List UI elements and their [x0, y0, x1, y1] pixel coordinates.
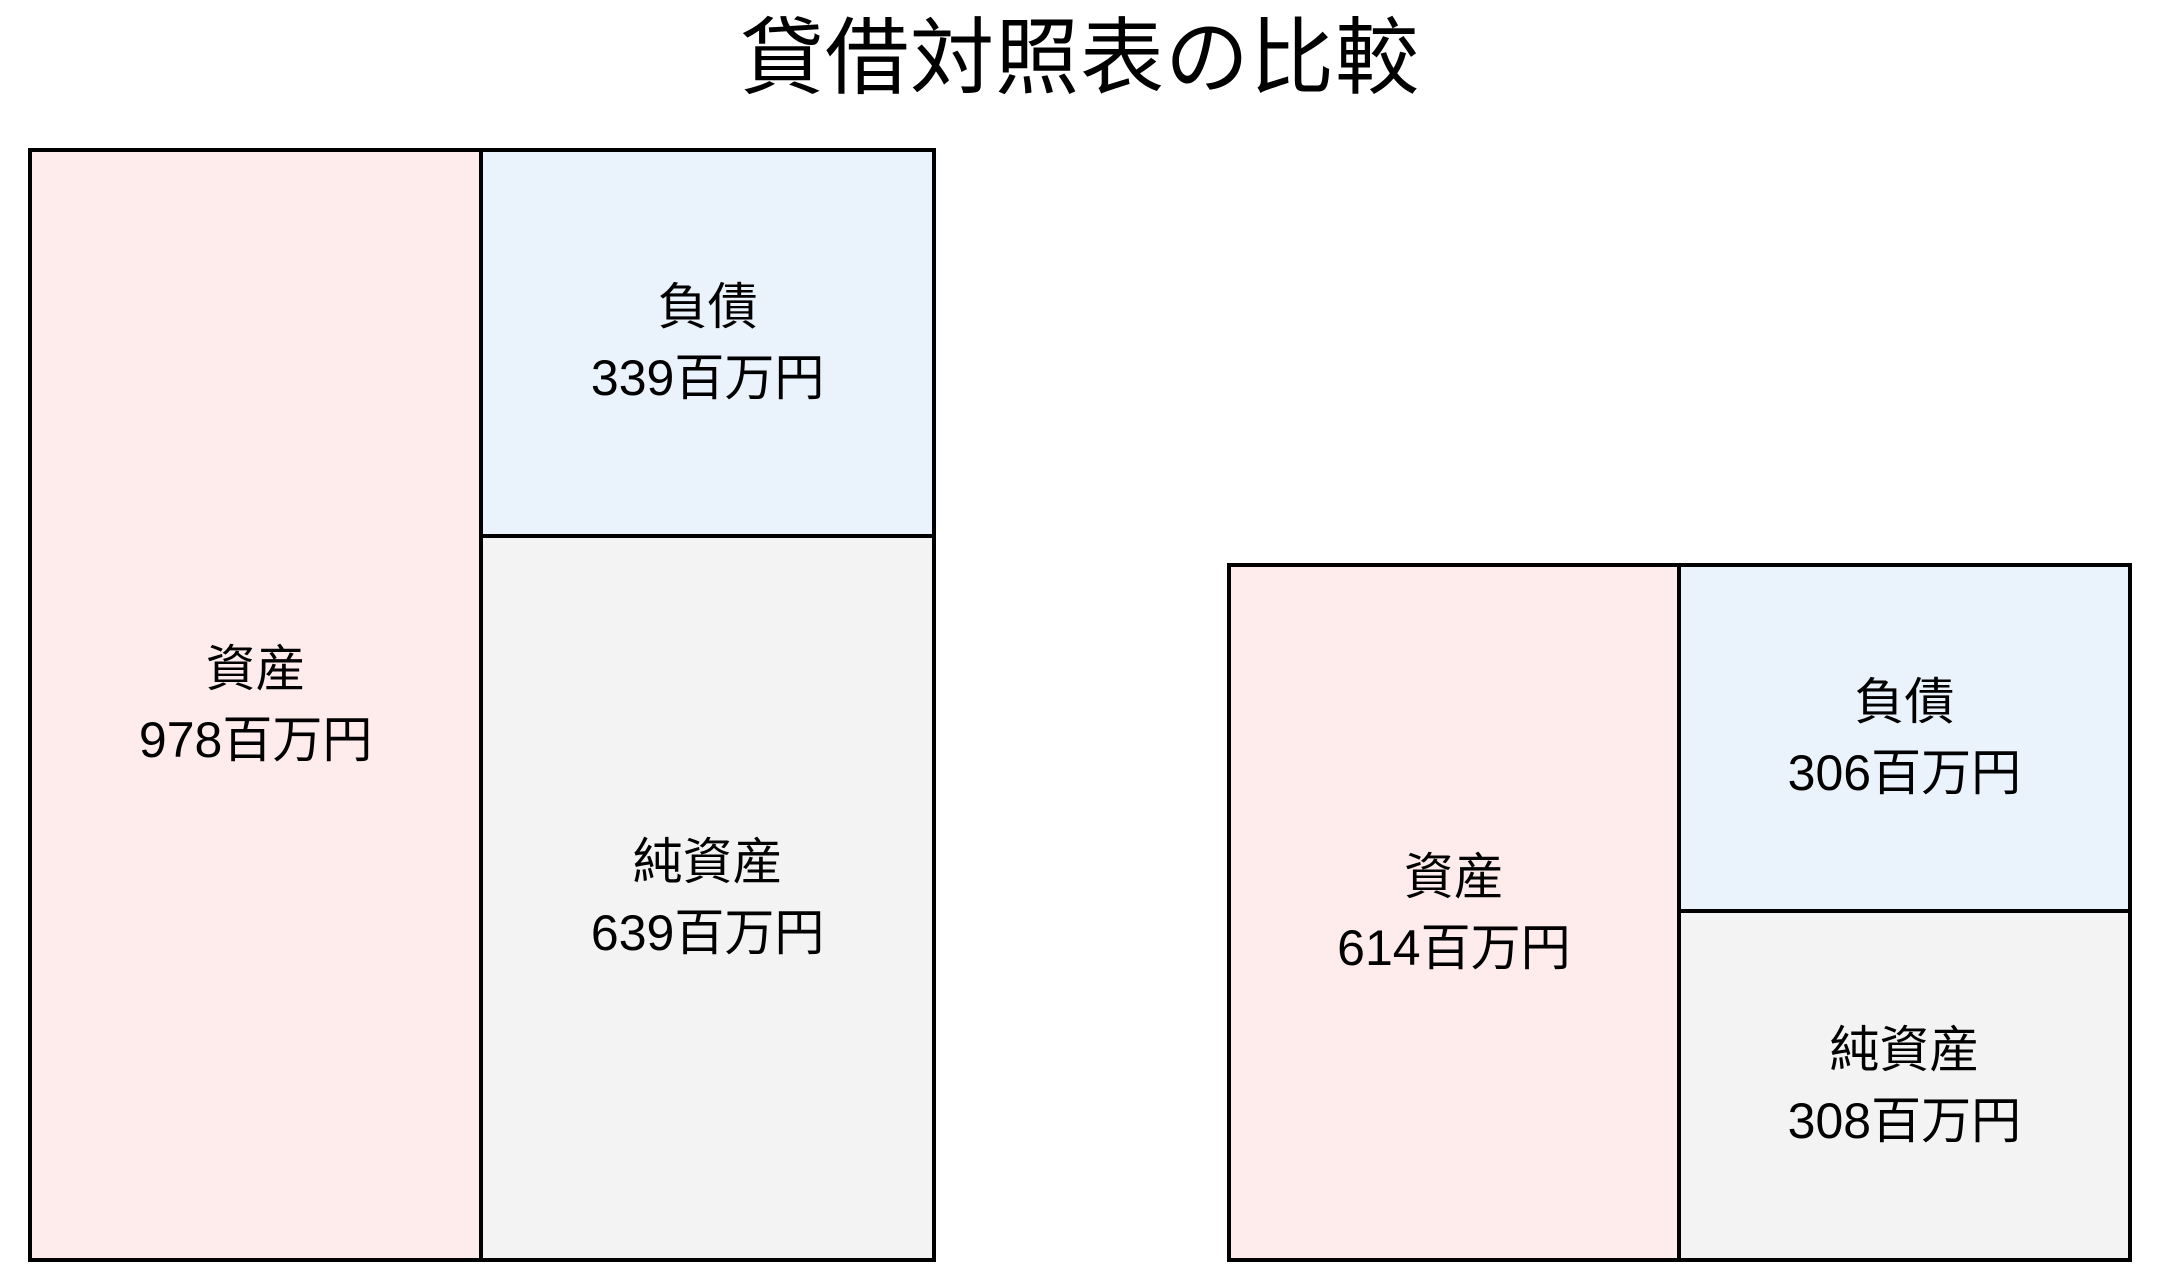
assets-name: 資産	[1403, 848, 1504, 905]
assets-value: 614百万円	[1337, 919, 1571, 976]
assets-box: 資産 978百万円	[32, 152, 480, 1258]
chart-title: 貸借対照表の比較	[739, 11, 1420, 105]
net-assets-name: 純資産	[632, 833, 783, 890]
assets-label: 資産 978百万円	[139, 634, 372, 776]
liabilities-net-assets-column: 負債 306百万円 純資産 308百万円	[1676, 567, 2128, 1258]
liabilities-name: 負債	[1854, 674, 1955, 731]
net-assets-value: 308百万円	[1787, 1092, 2022, 1149]
net-assets-label: 純資産 308百万円	[1788, 1015, 2021, 1157]
liabilities-box: 負債 306百万円	[1680, 567, 2128, 910]
liabilities-value: 339百万円	[590, 349, 825, 406]
net-assets-name: 純資産	[1829, 1021, 1980, 1078]
assets-value: 978百万円	[138, 712, 373, 768]
net-assets-box: 純資産 308百万円	[1680, 909, 2128, 1258]
assets-name: 資産	[205, 641, 306, 697]
liabilities-box: 負債 339百万円	[483, 152, 932, 534]
net-assets-box: 純資産 639百万円	[483, 533, 932, 1258]
liabilities-label: 負債 306百万円	[1788, 667, 2021, 809]
liabilities-net-assets-column: 負債 339百万円 純資産 639百万円	[479, 152, 932, 1258]
net-assets-value: 639百万円	[590, 904, 825, 961]
liabilities-label: 負債 339百万円	[591, 272, 824, 414]
assets-box: 資産 614百万円	[1231, 567, 1677, 1258]
net-assets-label: 純資産 639百万円	[591, 827, 824, 969]
liabilities-value: 306百万円	[1787, 745, 2022, 802]
liabilities-name: 負債	[657, 278, 758, 335]
balance-sheet-right: 資産 614百万円 負債 306百万円 純資産 308百万円	[1227, 563, 2132, 1262]
balance-sheet-left: 資産 978百万円 負債 339百万円 純資産 639百万円	[28, 148, 936, 1262]
assets-label: 資産 614百万円	[1337, 842, 1570, 984]
